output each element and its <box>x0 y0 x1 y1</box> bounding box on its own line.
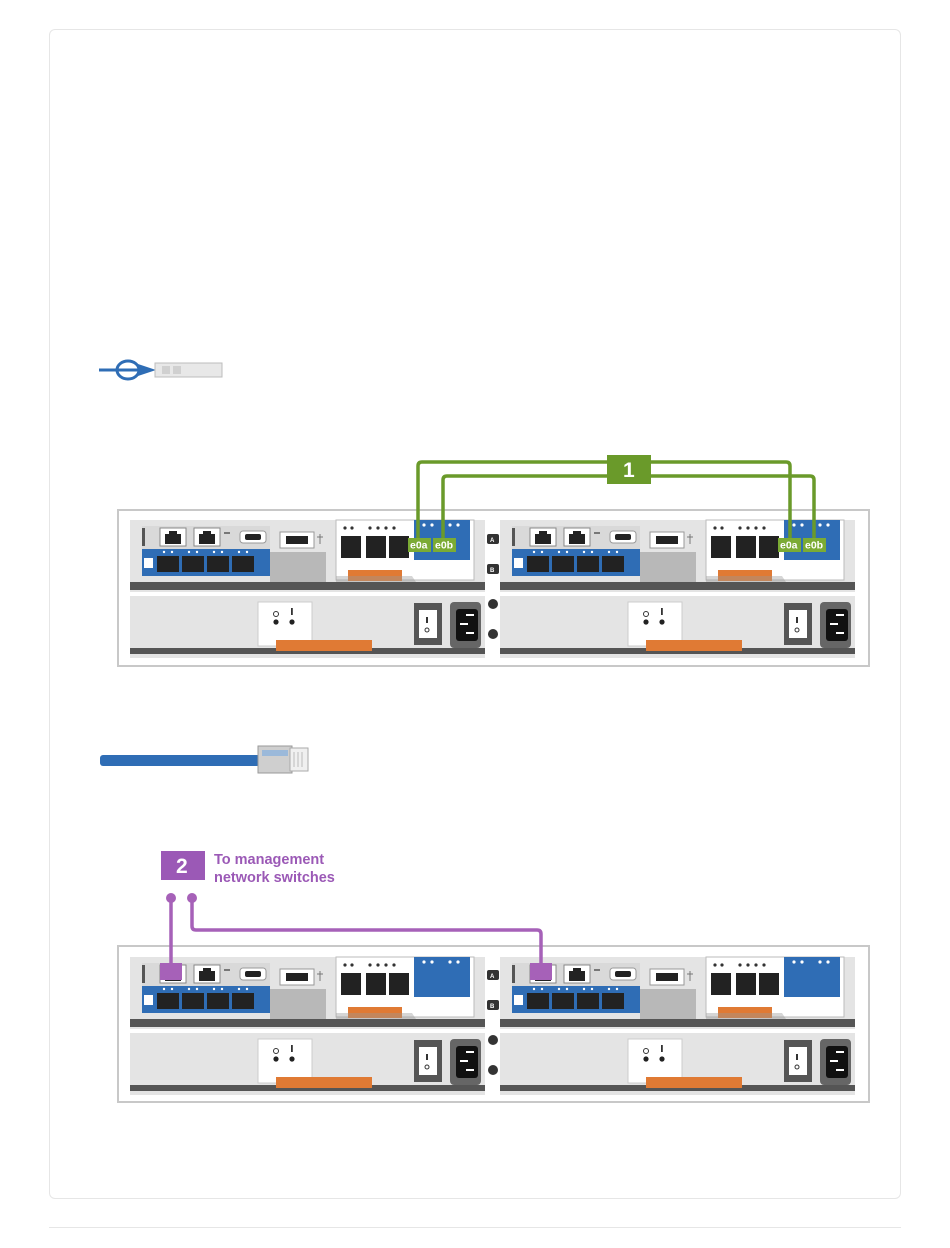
controller-a <box>130 520 485 658</box>
controller-b <box>500 520 855 658</box>
step1-number: 1 <box>623 459 635 482</box>
port-e0b-a-label: e0b <box>435 540 453 552</box>
sfp-fiber-cable-icon <box>99 361 222 379</box>
port-e0b-b-label: e0b <box>805 540 823 552</box>
diagram-step2: 2 To management network switches A B <box>118 851 869 1102</box>
diagram-step1: A B e0a e0b e0a e0b 1 <box>118 455 869 666</box>
mgmt-port-b <box>530 963 552 980</box>
mgmt-port-a <box>160 963 182 980</box>
svg-text:A: A <box>490 538 495 544</box>
rj45-ethernet-cable-icon <box>100 746 308 773</box>
svg-text:A: A <box>490 974 495 980</box>
step2-number: 2 <box>176 855 188 878</box>
svg-text:B: B <box>490 568 495 574</box>
port-e0a-a-label: e0a <box>410 540 428 552</box>
port-e0a-b-label: e0a <box>780 540 798 552</box>
step2-label-line2: network switches <box>214 870 335 886</box>
controller-b-2 <box>500 957 855 1095</box>
controller-a-2 <box>130 957 485 1095</box>
step2-label-line1: To management <box>214 852 324 868</box>
svg-text:B: B <box>490 1004 495 1010</box>
